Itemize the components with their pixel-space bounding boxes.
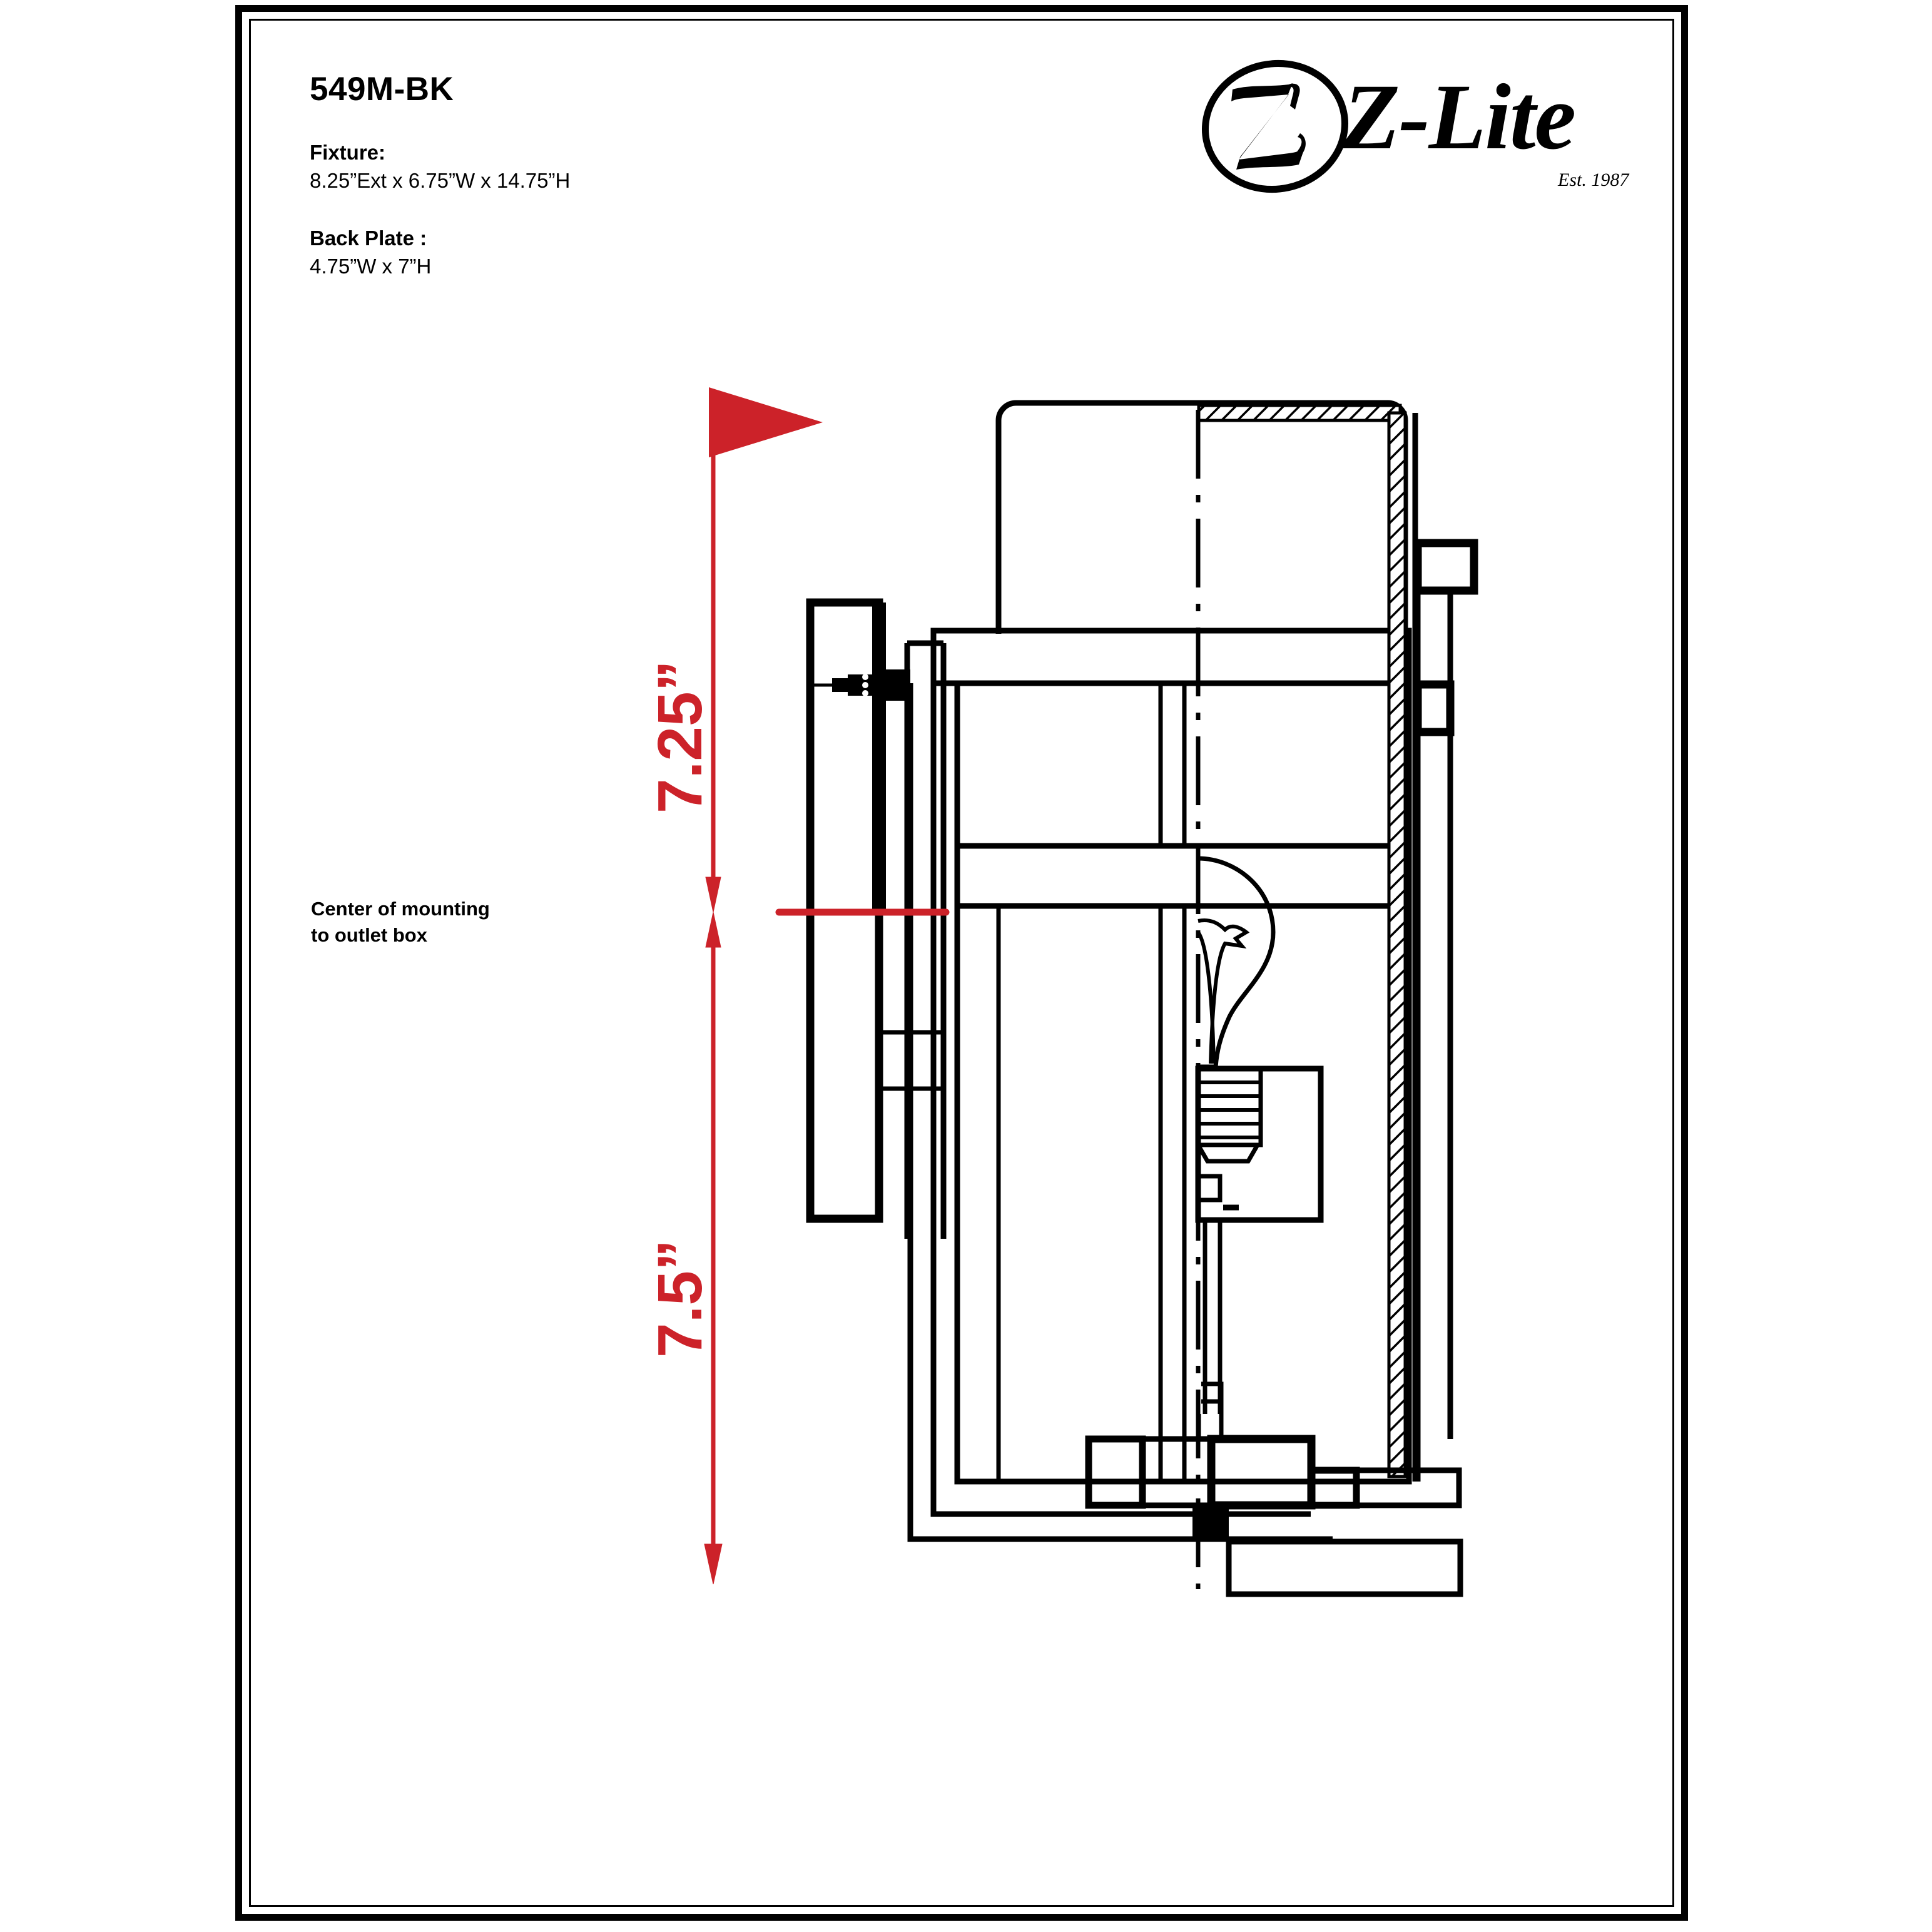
fixture-geometry xyxy=(806,400,1478,1597)
socket-stem xyxy=(1202,1220,1223,1414)
upper-collar-band xyxy=(930,628,1412,686)
lamp-socket xyxy=(1195,1065,1324,1223)
logo-wordmark: Z-Lite xyxy=(1343,65,1576,169)
center-mounting-note: Center of mounting to outlet box xyxy=(311,896,490,948)
backplate-dimensions: 4.75”W x 7”H xyxy=(310,254,432,278)
right-mounting-tabs xyxy=(1413,539,1478,1482)
bottom-assembly xyxy=(1085,1381,1463,1597)
fixture-label: Fixture: xyxy=(310,141,386,164)
z-monogram-icon xyxy=(1201,59,1349,193)
brand-logo: Z-Lite Est. 1987 xyxy=(1195,59,1670,197)
page-border-inner xyxy=(249,19,1674,1907)
spec-block: Fixture: 8.25”Ext x 6.75”W x 14.75”H Bac… xyxy=(310,139,570,280)
outer-frame-rails xyxy=(907,683,1333,1542)
mounting-bracket xyxy=(877,640,947,1239)
dimension-lines xyxy=(704,387,950,1585)
center-mounting-note-line1: Center of mounting xyxy=(311,898,490,920)
glass-body-main xyxy=(954,903,1412,1485)
center-mounting-note-line2: to outlet box xyxy=(311,923,427,946)
page-title: 549M-BK xyxy=(310,71,454,108)
mounting-screw xyxy=(813,669,910,701)
top-cap xyxy=(995,400,1408,634)
glass-body-upper xyxy=(954,680,1412,849)
light-bulb xyxy=(1196,856,1276,1069)
wall-section-hatch-top xyxy=(1197,404,1402,422)
logo-established: Est. 1987 xyxy=(1558,170,1629,190)
backplate-label: Back Plate : xyxy=(310,226,427,250)
fixture-dimensions: 8.25”Ext x 6.75”W x 14.75”H xyxy=(310,168,571,192)
page-border-outer xyxy=(235,5,1688,1921)
mid-collar-band xyxy=(954,843,1412,909)
